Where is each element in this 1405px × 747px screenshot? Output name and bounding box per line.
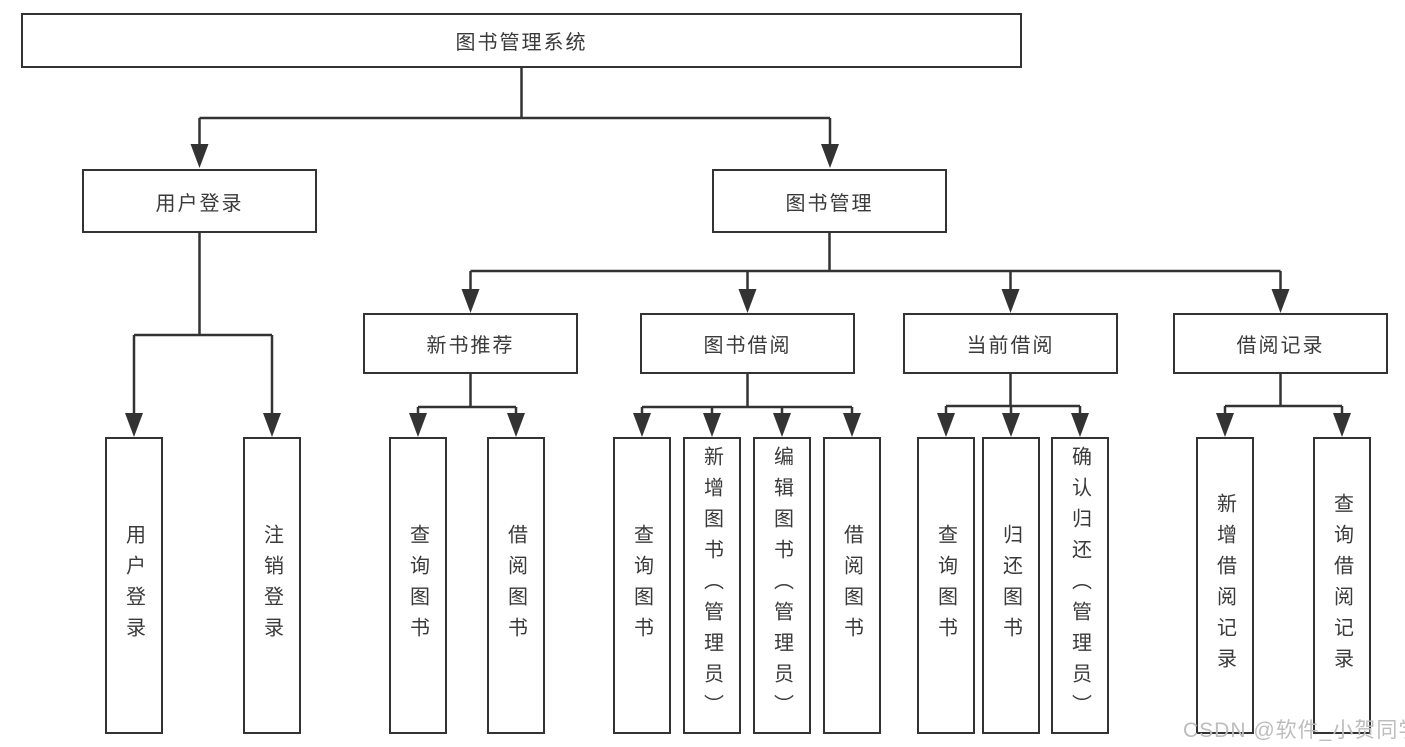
leaf-current-return-books: 归还图书 [982, 437, 1040, 734]
node-label: 查询图书 [630, 523, 653, 648]
node-label: 借阅图书 [840, 523, 863, 648]
node-label: 注销登录 [260, 523, 283, 648]
node-label: 查询图书 [406, 523, 429, 648]
node-label: 查询图书 [934, 523, 957, 648]
node-new-book-recommend: 新书推荐 [363, 313, 578, 374]
leaf-recommend-query-books: 查询图书 [389, 437, 447, 734]
node-label: 新书推荐 [426, 335, 515, 357]
node-book-borrowing: 图书借阅 [640, 313, 855, 374]
node-library-management-system: 图书管理系统 [21, 13, 1022, 68]
node-label: 确认归还（管理员） [1068, 446, 1091, 725]
node-label: 图书管理 [785, 192, 874, 215]
leaf-current-query-books: 查询图书 [917, 437, 975, 734]
node-label: 新增借阅记录 [1213, 492, 1236, 679]
node-label: 归还图书 [999, 523, 1022, 648]
leaf-user-login: 用户登录 [105, 437, 163, 734]
leaf-borrowing-edit-books-admin: 编辑图书（管理员） [753, 437, 811, 734]
leaf-records-add-record: 新增借阅记录 [1196, 437, 1254, 734]
node-label: 借阅图书 [504, 523, 527, 648]
node-label: 用户登录 [122, 523, 145, 648]
node-label: 图书借阅 [703, 335, 792, 357]
node-label: 图书管理系统 [455, 32, 588, 54]
leaf-recommend-borrow-books: 借阅图书 [487, 437, 545, 734]
leaf-records-query-record: 查询借阅记录 [1313, 437, 1371, 734]
node-label: 当前借阅 [966, 335, 1055, 357]
leaf-current-confirm-return-admin: 确认归还（管理员） [1051, 437, 1109, 734]
node-label: 新增图书（管理员） [700, 446, 723, 725]
node-current-borrowing: 当前借阅 [903, 313, 1118, 374]
node-label: 编辑图书（管理员） [770, 446, 793, 725]
node-label: 借阅记录 [1236, 335, 1325, 357]
csdn-watermark: CSDN @软件_小贺同学 [1183, 719, 1405, 742]
leaf-borrowing-query-books: 查询图书 [613, 437, 671, 734]
node-user-login-branch: 用户登录 [82, 169, 317, 233]
leaf-logout: 注销登录 [243, 437, 301, 734]
node-label: 查询借阅记录 [1330, 492, 1353, 679]
leaf-borrowing-add-books-admin: 新增图书（管理员） [683, 437, 741, 734]
node-borrowing-records: 借阅记录 [1173, 313, 1388, 374]
leaf-borrowing-borrow-books: 借阅图书 [823, 437, 881, 734]
node-book-management-branch: 图书管理 [712, 169, 947, 233]
node-label: 用户登录 [155, 192, 244, 215]
